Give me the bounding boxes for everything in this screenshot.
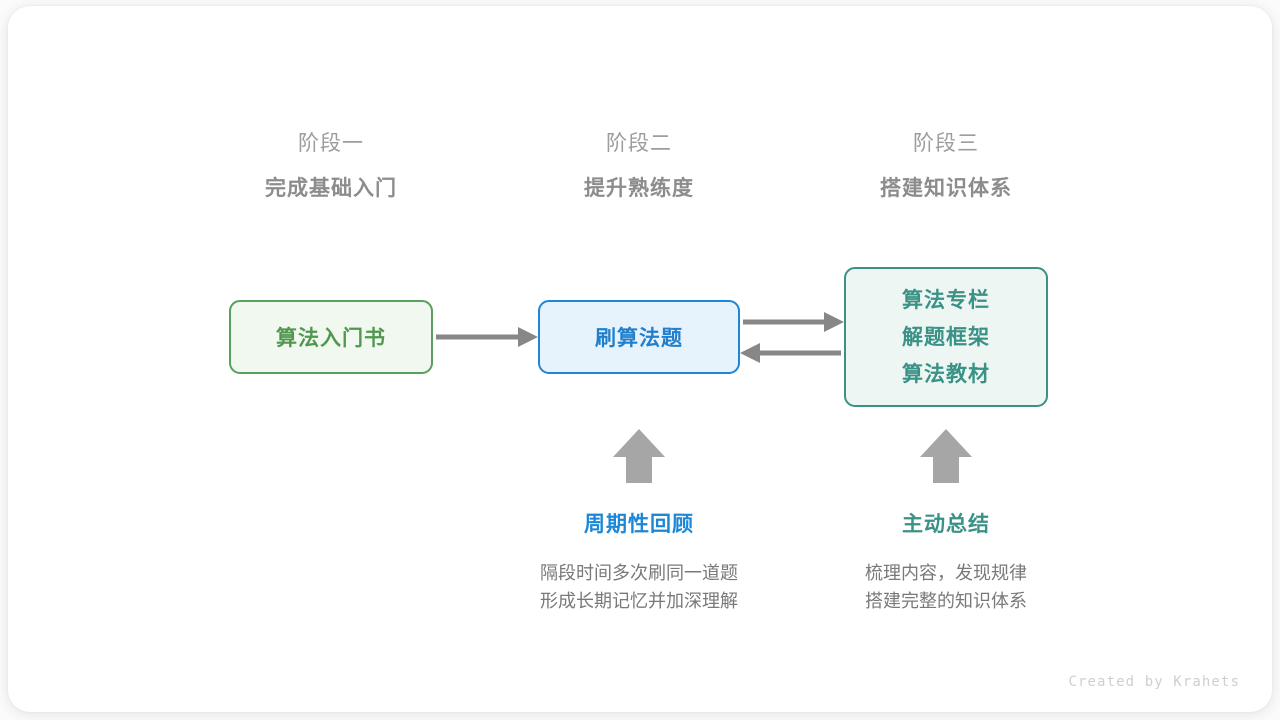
node-book-line-1: 算法入门书 — [276, 327, 386, 350]
node-practice-line-1: 刷算法题 — [595, 327, 683, 350]
note-summary-title: 主动总结 — [902, 513, 990, 536]
stage-number-2: 阶段二 — [606, 132, 672, 155]
node-knowledge[interactable]: 算法专栏 解题框架 算法教材 — [844, 267, 1048, 407]
stage-header-1: 阶段一 完成基础入门 — [201, 130, 461, 204]
stage-title-3: 搭建知识体系 — [880, 177, 1012, 200]
node-knowledge-line-3: 算法教材 — [902, 362, 990, 386]
stage-header-2: 阶段二 提升熟练度 — [509, 130, 769, 204]
stage-number-1: 阶段一 — [298, 132, 364, 155]
note-review-body-line-2: 形成长期记忆并加深理解 — [540, 591, 738, 611]
stage-number-3: 阶段三 — [913, 132, 979, 155]
note-review-title: 周期性回顾 — [584, 513, 694, 536]
node-book[interactable]: 算法入门书 — [229, 300, 433, 374]
credit-text: Created by Krahets — [1068, 674, 1240, 690]
node-knowledge-line-1: 算法专栏 — [902, 288, 990, 312]
stage-header-3: 阶段三 搭建知识体系 — [816, 130, 1076, 204]
note-review-body-line-1: 隔段时间多次刷同一道题 — [540, 563, 738, 583]
stage-title-2: 提升熟练度 — [584, 177, 694, 200]
node-practice[interactable]: 刷算法题 — [538, 300, 740, 374]
note-summary-body-line-2: 搭建完整的知识体系 — [865, 591, 1027, 611]
note-active-summary: 主动总结 梳理内容，发现规律 搭建完整的知识体系 — [796, 511, 1096, 615]
note-periodic-review: 周期性回顾 隔段时间多次刷同一道题 形成长期记忆并加深理解 — [489, 511, 789, 615]
stage-title-1: 完成基础入门 — [265, 177, 397, 200]
node-knowledge-line-2: 解题框架 — [902, 325, 990, 349]
note-summary-body-line-1: 梳理内容，发现规律 — [865, 563, 1027, 583]
